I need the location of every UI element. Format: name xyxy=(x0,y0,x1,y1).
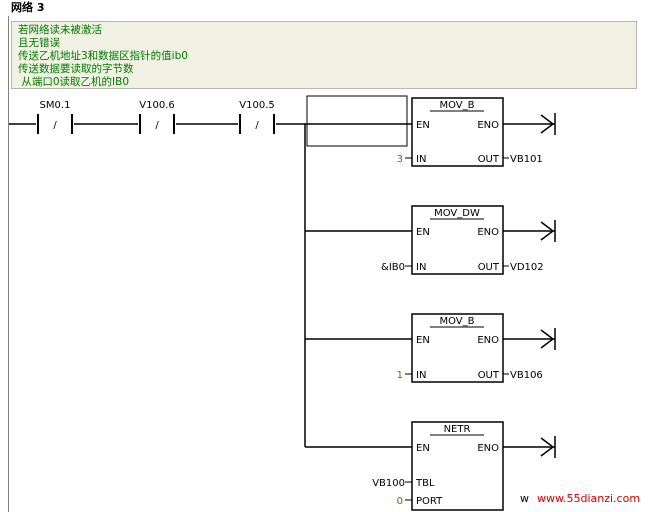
contact-sm0-1[interactable]: / SM0.1 xyxy=(36,100,74,134)
arrow-icon xyxy=(540,221,555,241)
box-title: MOV_B xyxy=(439,316,474,327)
contact-v100-6[interactable]: / V100.6 xyxy=(138,100,176,134)
arrow-icon xyxy=(540,437,555,457)
contact-symbol: / xyxy=(53,120,57,131)
eno-pin: ENO xyxy=(477,335,499,346)
comment-line: 且无错误 xyxy=(18,37,60,49)
watermark-prefix: w xyxy=(520,492,529,505)
comment-line: 传送乙机地址3和数据区指针的值ib0 xyxy=(18,50,188,62)
contact-label: SM0.1 xyxy=(40,100,71,111)
en-pin: EN xyxy=(416,120,430,131)
eno-pin: ENO xyxy=(477,120,499,131)
contact-v100-5[interactable]: / V100.5 xyxy=(238,100,276,134)
in-value: 3 xyxy=(397,154,403,165)
box-title: NETR xyxy=(444,424,471,435)
en-pin: EN xyxy=(416,443,430,454)
out-pin: OUT xyxy=(478,154,500,165)
in-value: 0 xyxy=(397,496,403,507)
in-pin: IN xyxy=(416,370,426,381)
mov-b-box[interactable]: MOV_B EN ENO IN OUT 3 VB101 xyxy=(397,97,556,167)
watermark-site: www.55dianzi.com xyxy=(537,492,641,505)
eno-pin: ENO xyxy=(477,227,499,238)
out-pin: OUT xyxy=(478,262,500,273)
network-comment[interactable]: 若网络读未被激活 且无错误 传送乙机地址3和数据区指针的值ib0 传送数据要读取… xyxy=(11,21,637,89)
comment-line: 从端口0读取乙机的IB0 xyxy=(18,76,129,88)
network-title: 网络 3 xyxy=(11,1,45,14)
tbl-pin: TBL xyxy=(415,478,435,489)
out-value: VD102 xyxy=(510,262,544,273)
eno-pin: ENO xyxy=(477,443,499,454)
in-value: 1 xyxy=(397,370,403,381)
netr-box[interactable]: NETR EN ENO TBL PORT VB100 0 xyxy=(372,421,556,511)
port-pin: PORT xyxy=(416,496,443,507)
contact-label: V100.5 xyxy=(239,100,274,111)
out-value: VB106 xyxy=(510,370,543,381)
mov-dw-box[interactable]: MOV_DW EN ENO IN OUT &IB0 VD102 xyxy=(381,205,556,275)
in-value: &IB0 xyxy=(381,262,405,273)
in-pin: IN xyxy=(416,262,426,273)
selection-cursor[interactable] xyxy=(306,95,408,147)
in-pin: IN xyxy=(416,154,426,165)
box-title: MOV_DW xyxy=(434,208,480,219)
contact-symbol: / xyxy=(255,120,259,131)
out-value: VB101 xyxy=(510,154,543,165)
watermark: w www.55dianzi.com xyxy=(520,492,640,505)
contact-symbol: / xyxy=(155,120,159,131)
contact-label: V100.6 xyxy=(139,100,174,111)
arrow-icon xyxy=(540,114,555,134)
en-pin: EN xyxy=(416,335,430,346)
in-value: VB100 xyxy=(372,478,405,489)
left-power-rail xyxy=(8,16,9,512)
en-pin: EN xyxy=(416,227,430,238)
arrow-icon xyxy=(540,329,555,349)
mov-b-box[interactable]: MOV_B EN ENO IN OUT 1 VB106 xyxy=(397,313,556,383)
box-title: MOV_B xyxy=(439,100,474,111)
out-pin: OUT xyxy=(478,370,500,381)
comment-line: 若网络读未被激活 xyxy=(18,24,102,36)
comment-line: 传送数据要读取的字节数 xyxy=(18,63,134,75)
